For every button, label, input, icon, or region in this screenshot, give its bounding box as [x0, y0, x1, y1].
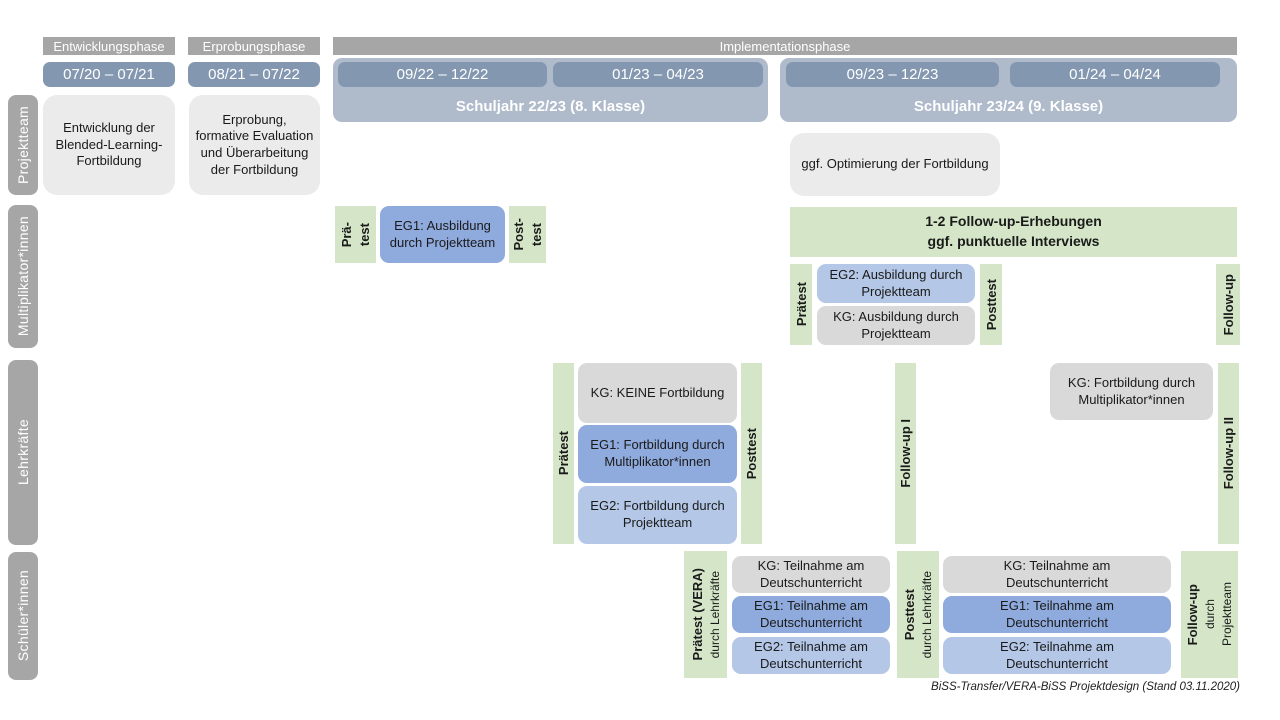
box-kg-teilnahme-deutschunterricht-2: KG: Teilnahme am Deutschunterricht: [943, 556, 1171, 593]
strip-praetest2-label: Prätest: [793, 282, 809, 327]
box-eg2-ausbildung-projektteam: EG2: Ausbildung durch Projektteam: [817, 264, 975, 303]
diagram-caption: BiSS-Transfer/VERA-BiSS Projektdesign (S…: [931, 681, 1240, 693]
strip-posttest-multiplikator: Post- test: [509, 206, 546, 263]
strip-posttest2-multiplikator: Posttest: [980, 264, 1002, 345]
date-bar-0923-1223: 09/23 – 12/23: [786, 62, 999, 87]
sidebar-row-multiplikatorinnen-label: Multiplikator*innen: [15, 216, 31, 337]
sidebar-row-projektteam: Projektteam: [8, 95, 38, 195]
sidebar-row-lehrkraefte: Lehrkräfte: [8, 360, 38, 545]
strip-praetest-line1: Prä-: [339, 221, 354, 248]
box-followup-erhebungen: 1-2 Follow-up-Erhebungen ggf. punktuelle…: [790, 207, 1237, 257]
strip-posttest-line2: test: [529, 222, 544, 247]
strip-followup1-lehrkraefte: Follow-up I: [895, 363, 916, 544]
box-kg-ausbildung-projektteam: KG: Ausbildung durch Projektteam: [817, 306, 975, 345]
sidebar-row-multiplikatorinnen: Multiplikator*innen: [8, 205, 38, 348]
box-eg1-fortbildung-multiplikatoren: EG1: Fortbildung durch Multiplikator*inn…: [578, 425, 737, 483]
box-erprobung-evaluation: Erprobung, formative Evaluation und Über…: [189, 95, 320, 195]
strip-followup1-label: Follow-up I: [898, 419, 913, 488]
strip-followup2-lehrkraefte: Follow-up II: [1218, 363, 1239, 544]
sidebar-row-projektteam-label: Projektteam: [15, 106, 31, 184]
date-bar-0922-1222: 09/22 – 12/22: [338, 62, 547, 87]
box-eg1-ausbildung-projektteam: EG1: Ausbildung durch Projektteam: [380, 206, 505, 263]
box-eg1-teilnahme-deutschunterricht-1: EG1: Teilnahme am Deutschunterricht: [732, 596, 890, 633]
strip-praetest-multiplikator: Prä- test: [335, 206, 376, 263]
strip-posttest-schueler-line1: Posttest: [902, 588, 917, 641]
strip-posttest2-label: Posttest: [983, 278, 999, 331]
sidebar-row-lehrkraefte-label: Lehrkräfte: [15, 419, 31, 486]
strip-followup-multiplikator: Follow-up: [1216, 264, 1240, 345]
date-bar-0720-0721: 07/20 – 07/21: [43, 62, 175, 87]
sidebar-row-schuelerinnen: Schüler*innen: [8, 552, 38, 680]
strip-posttest-schueler: Posttest durch Lehrkräfte: [897, 551, 939, 678]
date-bar-0821-0722: 08/21 – 07/22: [188, 62, 320, 87]
strip-posttest-line1: Post-: [511, 218, 526, 251]
strip-praetest-line2: test: [357, 222, 372, 247]
sidebar-row-schuelerinnen-label: Schüler*innen: [15, 570, 31, 662]
strip-praetest-vera-line2: durch Lehrkräfte: [707, 570, 722, 659]
strip-followup-schueler-line3: Projektteam: [1220, 582, 1234, 647]
box-optimierung-fortbildung: ggf. Optimierung der Fortbildung: [790, 133, 1000, 196]
box-entwicklung-fortbildung: Entwicklung der Blended-Learning-Fortbil…: [43, 95, 175, 195]
date-bar-0123-0423: 01/23 – 04/23: [553, 62, 763, 87]
strip-followup-schueler-line1: Follow-up: [1185, 583, 1200, 646]
phase-bar-implementationsphase: Implementationsphase: [333, 37, 1237, 55]
phase-bar-entwicklungsphase: Entwicklungsphase: [43, 37, 175, 55]
strip-followup-schueler: Follow-up durch Projektteam: [1181, 551, 1238, 678]
strip-posttest-lehrkraefte: Posttest: [741, 363, 762, 544]
box-eg2-fortbildung-projektteam: EG2: Fortbildung durch Projektteam: [578, 486, 737, 544]
strip-praetest-vera-schueler: Prätest (VERA) durch Lehrkräfte: [684, 551, 727, 678]
strip-posttest-lehrkraefte-label: Posttest: [744, 427, 759, 480]
strip-followup-label: Follow-up: [1220, 273, 1236, 336]
strip-praetest2-multiplikator: Prätest: [790, 264, 812, 345]
strip-followup2-label: Follow-up II: [1221, 417, 1236, 490]
schuljahr-23-24-label: Schuljahr 23/24 (9. Klasse): [913, 98, 1104, 115]
phase-bar-erprobungsphase: Erprobungsphase: [188, 37, 320, 55]
strip-followup-schueler-line2: durch: [1203, 599, 1217, 630]
followup-erhebungen-line2: ggf. punktuelle Interviews: [927, 233, 1100, 249]
box-kg-teilnahme-deutschunterricht-1: KG: Teilnahme am Deutschunterricht: [732, 556, 890, 593]
box-kg-fortbildung-multiplikatoren: KG: Fortbildung durch Multiplikator*inne…: [1050, 363, 1213, 420]
strip-praetest-lehrkraefte: Prätest: [553, 363, 574, 544]
followup-erhebungen-line1: 1-2 Follow-up-Erhebungen: [925, 213, 1102, 230]
box-eg2-teilnahme-deutschunterricht-1: EG2: Teilnahme am Deutschunterricht: [732, 637, 890, 674]
date-bar-0124-0424: 01/24 – 04/24: [1010, 62, 1220, 87]
box-eg1-teilnahme-deutschunterricht-2: EG1: Teilnahme am Deutschunterricht: [943, 596, 1171, 633]
schuljahr-22-23-label: Schuljahr 22/23 (8. Klasse): [455, 98, 646, 115]
strip-praetest-vera-line1: Prätest (VERA): [689, 568, 705, 661]
strip-praetest-lehrkraefte-label: Prätest: [556, 431, 571, 476]
box-kg-keine-fortbildung: KG: KEINE Fortbildung: [578, 363, 737, 423]
strip-posttest-schueler-line2: durch Lehrkräfte: [920, 570, 934, 659]
box-eg2-teilnahme-deutschunterricht-2: EG2: Teilnahme am Deutschunterricht: [943, 637, 1171, 674]
